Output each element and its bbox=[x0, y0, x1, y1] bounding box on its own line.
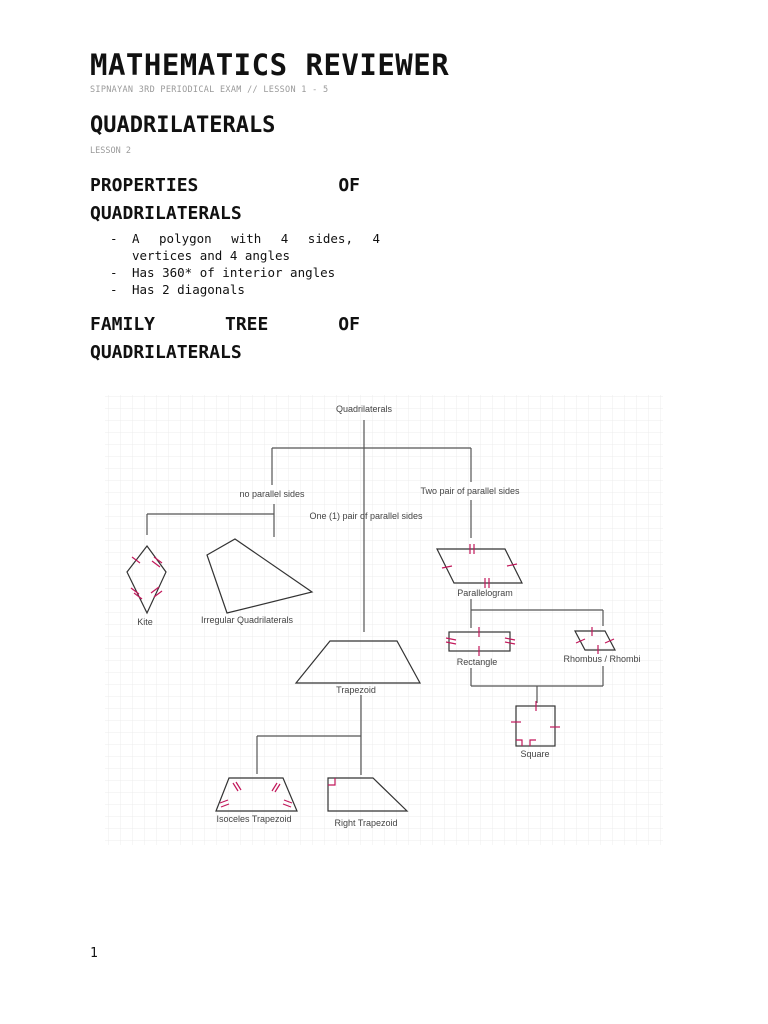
heading-word: PROPERTIES bbox=[90, 175, 199, 196]
no-parallel-label: no parallel sides bbox=[239, 489, 305, 499]
rhombus-label: Rhombus / Rhombi bbox=[563, 654, 640, 664]
page-subtitle: SIPNAYAN 3RD PERIODICAL EXAM // LESSON 1… bbox=[90, 85, 329, 95]
diagram-grid bbox=[105, 395, 663, 845]
rhombus-shape bbox=[574, 630, 616, 651]
tick-marks bbox=[130, 544, 615, 808]
list-item: -Has 360* of interior angles bbox=[110, 265, 336, 280]
properties-list: -A polygon with 4 sides, 4 vertices and … bbox=[110, 230, 380, 298]
list-item: -Has 2 diagonals bbox=[110, 282, 245, 297]
list-item: -A polygon with 4 sides, 4 vertices and … bbox=[110, 231, 380, 263]
parallelogram-shape bbox=[436, 548, 523, 584]
kite-label: Kite bbox=[137, 617, 153, 627]
root-label: Quadrilaterals bbox=[336, 404, 393, 414]
properties-heading: PROPERTIES OF QUADRILATERALS bbox=[90, 172, 360, 228]
heading-word: OF bbox=[338, 314, 360, 335]
irregular-label: Irregular Quadrilaterals bbox=[201, 615, 294, 625]
page-title: MATHEMATICS REVIEWER bbox=[90, 48, 450, 82]
parallelogram-label: Parallelogram bbox=[457, 588, 513, 598]
isosceles-trapezoid-shape bbox=[215, 777, 298, 812]
trapezoid-label: Trapezoid bbox=[336, 685, 376, 695]
kite-shape bbox=[126, 544, 167, 615]
heading-line: QUADRILATERALS bbox=[90, 342, 242, 363]
two-pair-label: Two pair of parallel sides bbox=[420, 486, 520, 496]
family-tree-heading: FAMILY TREE OF QUADRILATERALS bbox=[90, 311, 360, 367]
trapezoid-shape bbox=[294, 640, 422, 684]
heading-word: FAMILY bbox=[90, 314, 156, 335]
rectangle-label: Rectangle bbox=[457, 657, 498, 667]
right-trapezoid-label: Right Trapezoid bbox=[334, 818, 397, 828]
one-pair-label: One (1) pair of parallel sides bbox=[309, 511, 423, 521]
page-number: 1 bbox=[90, 946, 98, 961]
irregular-quadrilateral-shape bbox=[206, 538, 314, 614]
tree-connectors bbox=[146, 420, 604, 775]
heading-word: TREE bbox=[224, 314, 269, 335]
lesson-label: LESSON 2 bbox=[90, 146, 131, 156]
heading-line: QUADRILATERALS bbox=[90, 203, 242, 224]
heading-word: OF bbox=[338, 175, 360, 196]
isosceles-label: Isoceles Trapezoid bbox=[216, 814, 291, 824]
right-trapezoid-shape bbox=[327, 777, 409, 812]
section-title: QUADRILATERALS bbox=[90, 113, 276, 138]
square-label: Square bbox=[520, 749, 549, 759]
